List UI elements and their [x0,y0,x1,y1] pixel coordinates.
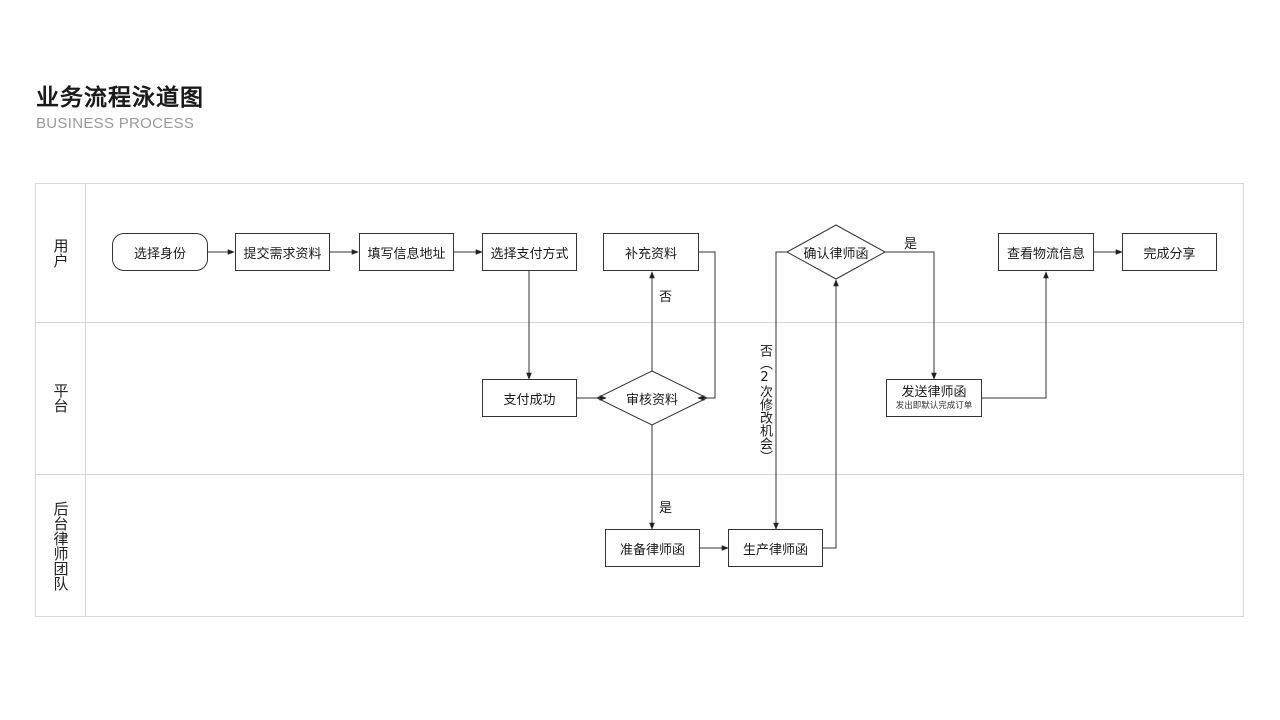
lane-label-platform: 平台 [51,383,70,413]
confirm-diamond [785,224,887,280]
node-fill-info: 填写信息地址 [359,233,454,271]
lane-divider [36,474,1243,475]
node-review-info: 审核资料 [625,392,678,408]
page-title: 业务流程泳道图 [36,85,204,111]
node-check-logistics: 查看物流信息 [998,233,1094,271]
lane-divider [36,322,1243,323]
node-supplement-info: 补充资料 [603,233,699,271]
edge-label-confirm-no: 否（2次修改机会） [757,344,772,463]
node-prepare-letter: 准备律师函 [605,529,700,567]
node-complete-share: 完成分享 [1122,233,1217,271]
page-subtitle: BUSINESS PROCESS [36,115,195,132]
send-letter-note: 发出即默认完成订单 [895,401,973,412]
node-submit-requirements: 提交需求资料 [235,233,330,271]
node-pay-success: 支付成功 [482,379,577,417]
node-select-payment: 选择支付方式 [482,233,577,271]
lane-label-lawyer-team: 后台律师团队 [51,501,70,591]
lane-label-column [36,184,86,616]
node-confirm-letter: 确认律师函 [803,246,869,262]
node-produce-letter: 生产律师函 [728,529,823,567]
edge-label-review-yes: 是 [659,501,673,516]
node-send-letter: 发送律师函 发出即默认完成订单 [886,379,982,417]
node-select-identity: 选择身份 [112,233,208,271]
lane-label-user: 用户 [51,238,70,268]
edge-label-review-no: 否 [659,290,673,305]
swimlane-board: 用户 平台 后台律师团队 [35,183,1244,617]
send-letter-label: 发送律师函 [901,384,967,400]
edge-label-confirm-yes: 是 [904,237,918,252]
